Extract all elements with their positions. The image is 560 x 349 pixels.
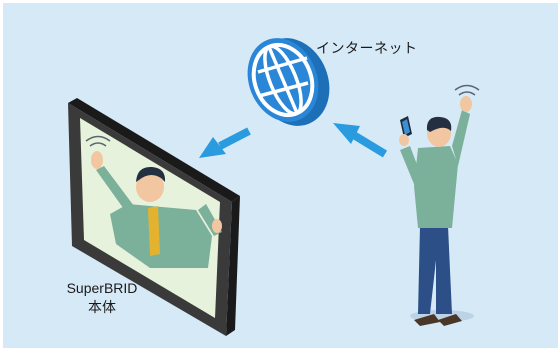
smartphone-icon [399,116,412,146]
device-name: SuperBRID [66,280,138,296]
device-suffix: 本体 [88,299,116,315]
device-label: SuperBRID 本体 [56,279,148,317]
remote-person-figure [85,135,222,268]
shirt [414,146,458,228]
arrow-up-left-icon [333,123,388,158]
display-device [68,98,240,336]
trousers [418,226,452,314]
globe-icon [247,38,330,126]
presenter-figure [399,84,480,326]
arrow-down-left-icon [199,127,251,158]
internet-label: インターネット [316,40,418,56]
